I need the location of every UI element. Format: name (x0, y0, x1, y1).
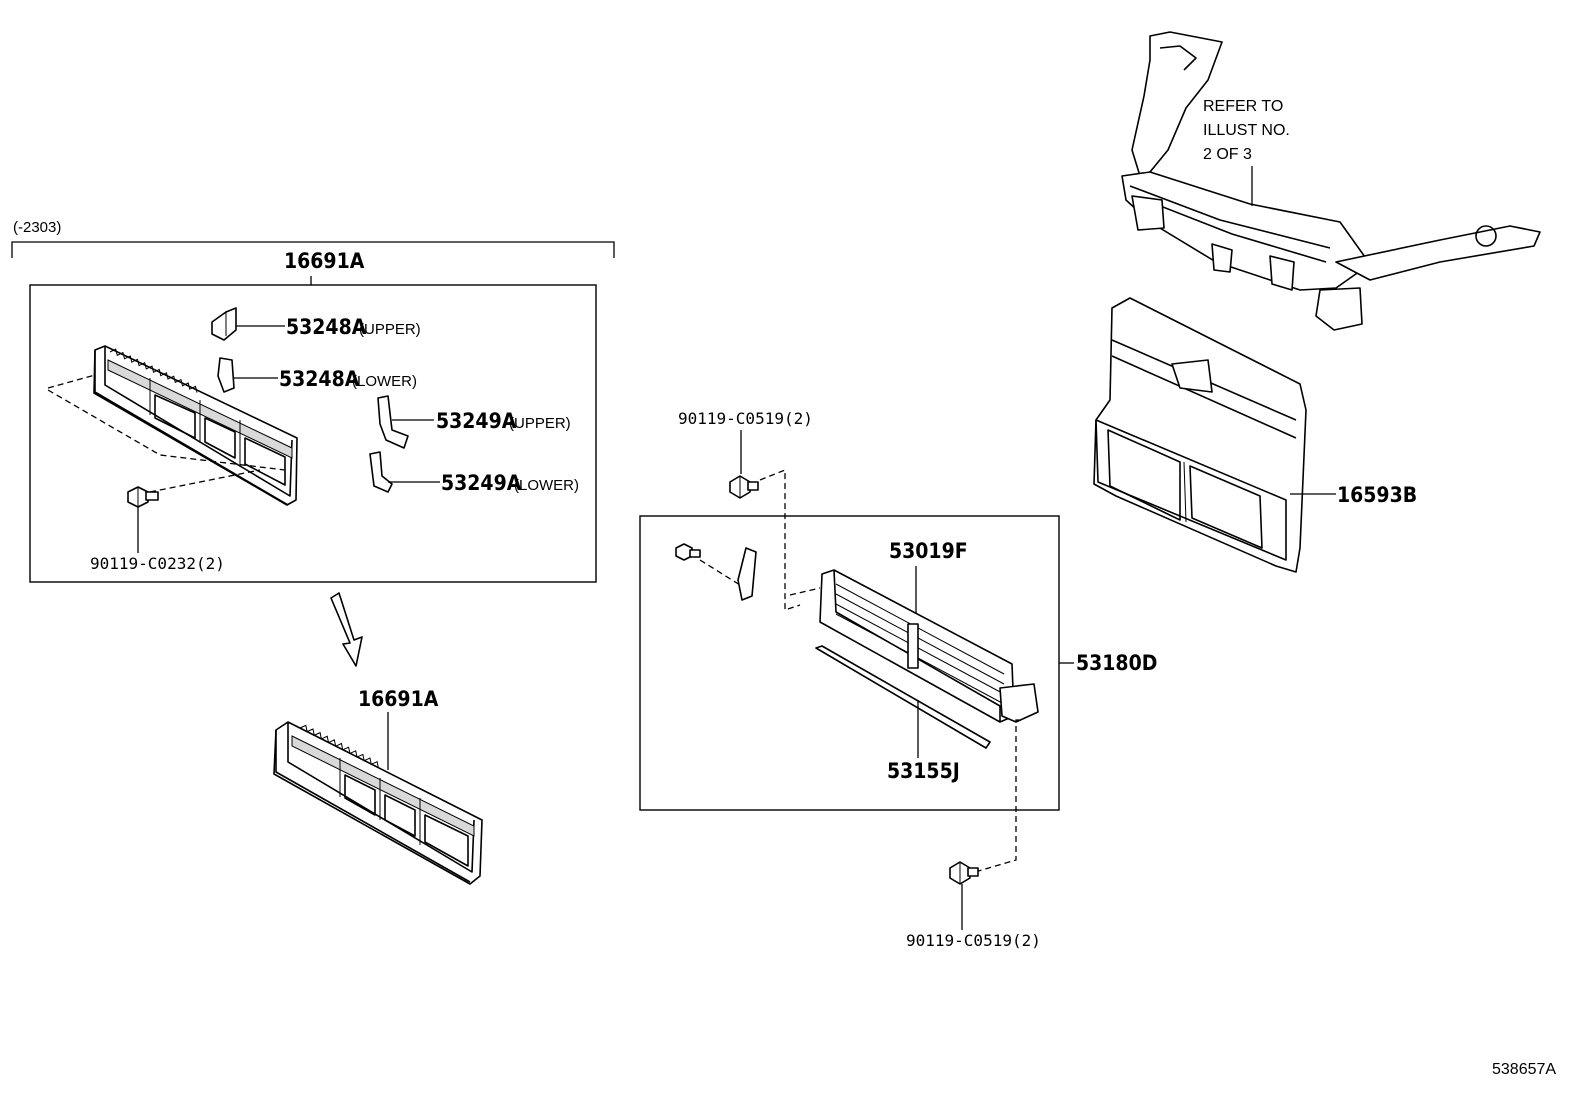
date-range-label: (-2303) (13, 219, 61, 236)
part-label-16691a-upper: 16691A (284, 249, 365, 273)
part-label-53249a-lower: 53249A (441, 471, 522, 495)
qualifier-53249a-lower: (LOWER) (514, 477, 579, 494)
dash-bolt-bottom (974, 719, 1020, 873)
dash-shutter-mount (789, 587, 821, 596)
qualifier-53249a-upper: (UPPER) (509, 415, 571, 432)
air-guide-16593b-drawing (1093, 297, 1307, 573)
lower-grille-lower-drawing (273, 721, 483, 885)
clip-icon (737, 547, 757, 601)
radiator-support-drawing (1121, 31, 1541, 331)
part-label-16593b: 16593B (1337, 483, 1417, 507)
shutter-frame-drawing (819, 569, 1039, 723)
bolt-90119-c0232-icon (127, 486, 159, 508)
bracket-53248a-lower-icon (217, 357, 235, 393)
part-label-90119-c0519-bottom: 90119-C0519(2) (906, 931, 1041, 950)
bracket-53248a-upper-icon (211, 307, 237, 341)
part-label-53155j: 53155J (887, 759, 960, 783)
bolt-90119-c0519-top-icon (729, 475, 759, 499)
refer-note-line-1: REFER TO (1203, 98, 1283, 115)
bolt-90119-c0519-bottom-icon (949, 861, 979, 885)
dash-grille-mount-b (47, 389, 286, 471)
group-bracket (11, 241, 615, 258)
bracket-53249a-lower-icon (369, 451, 393, 493)
dash-clip (699, 559, 741, 586)
bracket-53249a-upper-icon (377, 395, 409, 449)
refer-note-line-3: 2 OF 3 (1203, 146, 1252, 163)
diagram-id: 538657A (1492, 1061, 1556, 1078)
grille-subassembly-box (29, 284, 597, 583)
seal-53155j-drawing (815, 645, 991, 749)
part-label-53248a-upper: 53248A (286, 315, 367, 339)
part-label-53180d: 53180D (1076, 651, 1157, 675)
supersession-arrow-icon (330, 592, 363, 667)
part-label-90119-c0232: 90119-C0232(2) (90, 554, 225, 573)
refer-note-line-2: ILLUST NO. (1203, 122, 1290, 139)
lower-grille-upper-drawing (93, 345, 298, 506)
bolt-small-icon (675, 543, 701, 561)
dash-bolt-top (759, 469, 801, 611)
part-label-53248a-lower: 53248A (279, 367, 360, 391)
dash-grille-bolt (149, 469, 261, 493)
dash-grille-mount-a (47, 374, 96, 389)
part-label-90119-c0519-top: 90119-C0519(2) (678, 409, 813, 428)
part-label-53019f: 53019F (889, 539, 968, 563)
part-label-16691a-lower: 16691A (358, 687, 439, 711)
part-label-53249a-upper: 53249A (436, 409, 517, 433)
qualifier-53248a-upper: (UPPER) (359, 321, 421, 338)
qualifier-53248a-lower: (LOWER) (352, 373, 417, 390)
